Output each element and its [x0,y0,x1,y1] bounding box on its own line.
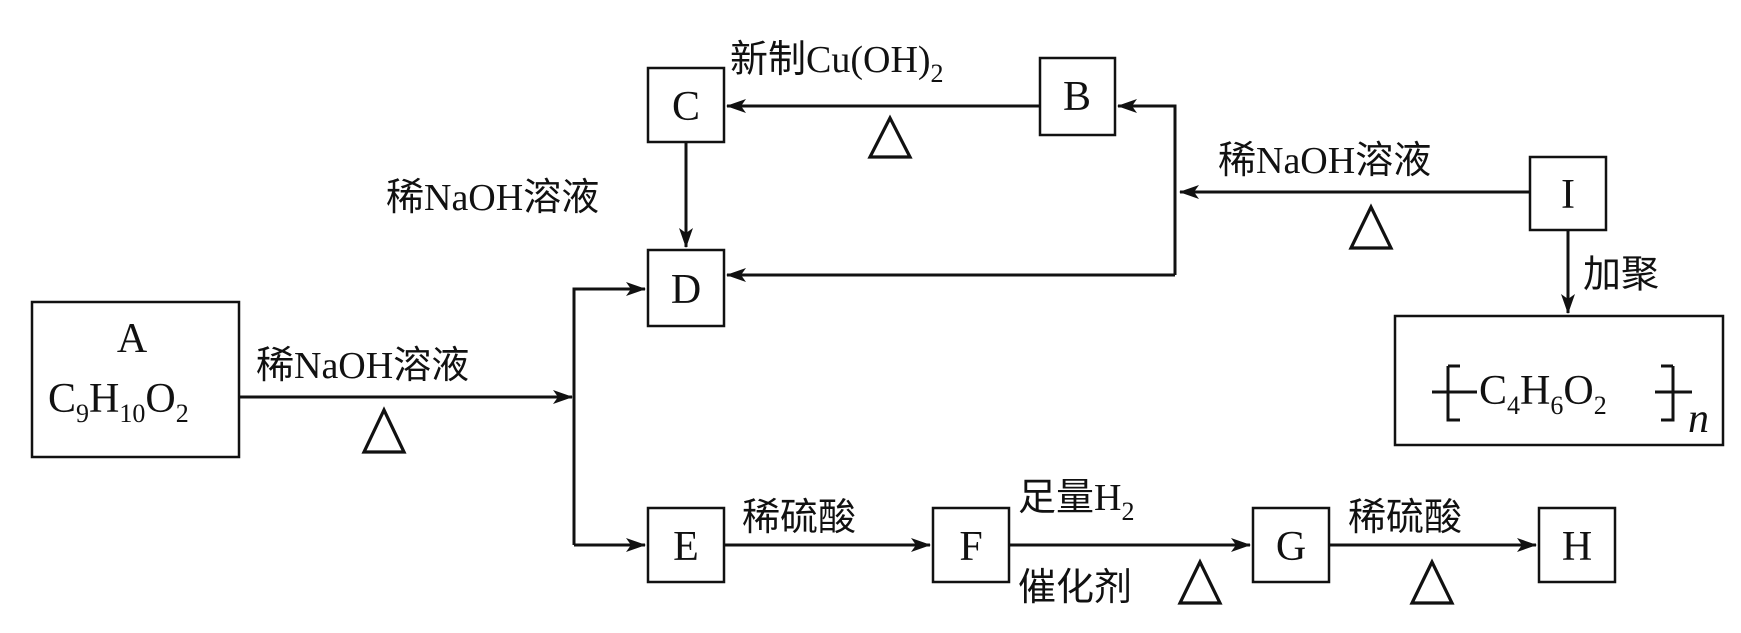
reagent-g-to-h: 稀硫酸 [1348,497,1462,539]
heat-icon-b-to-c [867,114,913,159]
node-c-label: C [672,84,700,130]
reagent-a-to-de: 稀NaOH溶液 [256,345,469,387]
polymer-n: n [1688,396,1709,442]
polymer-right-bracket [1661,366,1675,422]
reagent-c-to-d: 稀NaOH溶液 [386,177,599,219]
node-h-label: H [1562,524,1592,570]
arrow-junction-to-b [1117,99,1177,275]
polymer-formula: C4H6O2 [1479,368,1607,420]
node-f-label: F [959,524,982,570]
node-b: B [1038,56,1117,137]
heat-icon-f-to-g [1177,558,1223,605]
heat-icon-i [1348,203,1394,250]
reagent-i-to-bd: 稀NaOH溶液 [1218,140,1431,182]
node-i: I [1528,155,1608,232]
node-g: G [1251,506,1331,584]
reagent-f-to-g-top: 足量H2 [1018,477,1134,526]
reagent-e-to-f: 稀硫酸 [742,497,856,539]
node-d: D [646,248,726,328]
node-e: E [646,506,726,584]
heat-icon-g-to-h [1409,558,1455,605]
reagent-i-to-polymer: 加聚 [1583,254,1659,296]
arrow-split-to-d [572,282,646,545]
heat-icon-a [361,406,407,454]
node-e-label: E [673,524,699,570]
polymer-left-bracket [1446,366,1460,422]
node-a: A C9H10O2 [30,300,241,459]
node-c: C [646,66,726,144]
node-b-label: B [1063,74,1091,120]
node-a-formula: C9H10O2 [48,376,189,428]
reagent-b-to-c: 新制Cu(OH)2 [730,39,944,88]
node-polymer: C4H6O2 n [1393,314,1725,447]
node-a-label: A [117,316,148,362]
node-d-label: D [671,267,701,313]
node-h: H [1537,506,1617,584]
reagent-f-to-g-bottom: 催化剂 [1018,567,1132,609]
node-i-label: I [1561,172,1575,218]
node-f: F [931,506,1011,584]
node-g-label: G [1276,524,1306,570]
